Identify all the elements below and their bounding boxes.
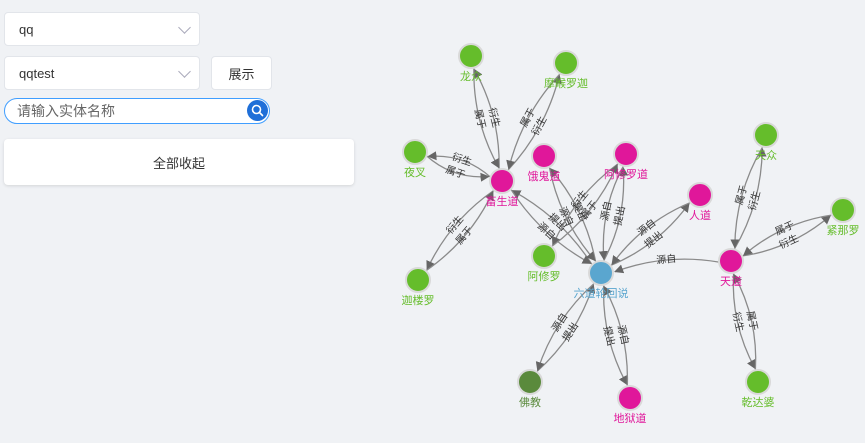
node-label: 六道轮回说 (574, 286, 629, 300)
entity-search (4, 98, 270, 124)
graph-edge (506, 73, 561, 170)
show-button[interactable]: 展示 (211, 56, 272, 90)
graph-node-diyu[interactable]: 地狱道 (614, 385, 647, 425)
graph-node-longzhong[interactable]: 龙众 (458, 43, 484, 83)
graph-edge (473, 67, 500, 169)
graph-node-liudao[interactable]: 六道轮回说 (574, 260, 629, 300)
graph-node-egui[interactable]: 饿鬼道 (528, 143, 561, 183)
graph-edge (551, 164, 619, 248)
search-button[interactable] (247, 100, 268, 121)
search-icon (251, 104, 264, 117)
graph-edge (614, 258, 720, 274)
graph-edge (598, 165, 625, 261)
dataset-select-value: qq (19, 21, 34, 37)
graph-node-jialouluo[interactable]: 迦楼罗 (402, 267, 435, 307)
dataset-select[interactable]: qq (4, 12, 200, 46)
node-circle[interactable] (613, 141, 639, 167)
graph-edge (425, 190, 494, 272)
node-circle[interactable] (588, 260, 614, 286)
graph-edge (602, 284, 628, 386)
node-circle[interactable] (617, 385, 643, 411)
node-label: 畜生道 (486, 194, 519, 208)
graph-edge (743, 214, 833, 256)
edge-label: 源自 (598, 200, 615, 222)
node-label: 龙众 (460, 70, 482, 83)
graph-edge (551, 162, 619, 246)
graph-node-axiuluodao[interactable]: 阿修罗道 (604, 141, 648, 181)
graph-edge (733, 147, 767, 250)
node-label: 地狱道 (614, 411, 647, 425)
node-circle[interactable] (405, 267, 431, 293)
graph-edge (536, 283, 596, 373)
graph-node-rendao[interactable]: 人道 (687, 182, 713, 222)
node-label: 阿修罗道 (604, 167, 648, 181)
graph-node-qiantapo[interactable]: 乾达婆 (742, 369, 775, 409)
graph-node-chushengdao[interactable]: 畜生道 (486, 168, 519, 208)
graph-node-mohouluojia[interactable]: 摩睺罗迦 (544, 50, 588, 90)
graph-select-value: qqtest (19, 65, 55, 81)
graph-edge (426, 189, 495, 271)
node-circle[interactable] (531, 143, 557, 169)
edge-label: 属于 (472, 108, 488, 130)
node-circle[interactable] (489, 168, 515, 194)
node-label: 佛教 (519, 396, 541, 409)
node-label: 乾达婆 (742, 396, 775, 409)
graph-edge (549, 167, 597, 263)
edge-label: 衍生 (486, 106, 503, 129)
graph-edge (733, 273, 757, 371)
graph-edge (510, 188, 592, 265)
node-circle[interactable] (553, 50, 579, 76)
edge-label: 提出 (601, 325, 618, 347)
node-circle[interactable] (458, 43, 484, 69)
node-circle[interactable] (830, 197, 856, 223)
edge-label: 属于 (733, 184, 750, 206)
edge-label: 衍生 (730, 311, 747, 333)
graph-edge (548, 166, 596, 262)
collapse-all-button[interactable]: 全部收起 (4, 139, 354, 185)
edge-label: 提出 (611, 205, 628, 227)
edge-label: 源自 (656, 252, 677, 267)
graph-node-tiandao[interactable]: 天道 (718, 248, 744, 288)
graph-edge (507, 74, 562, 171)
graph-edge (730, 146, 764, 249)
node-circle[interactable] (745, 369, 771, 395)
graph-node-tianzhong[interactable]: 天众 (753, 122, 779, 162)
graph-edge (602, 166, 629, 262)
edge-label: 属于 (744, 310, 760, 332)
graph-node-fojiao[interactable]: 佛教 (517, 369, 543, 409)
node-circle[interactable] (517, 369, 543, 395)
node-label: 阿修罗 (528, 269, 561, 283)
graph-select[interactable]: qqtest (4, 56, 200, 90)
node-label: 紧那罗 (827, 224, 860, 237)
node-circle[interactable] (753, 122, 779, 148)
node-circle[interactable] (687, 182, 713, 208)
node-label: 饿鬼道 (528, 169, 561, 183)
node-label: 天道 (720, 274, 742, 288)
graph-edge (535, 282, 595, 372)
node-circle[interactable] (402, 139, 428, 165)
graph-edge (603, 285, 629, 387)
node-label: 人道 (689, 208, 711, 222)
node-label: 夜叉 (404, 165, 426, 179)
graph-node-yecha[interactable]: 夜叉 (402, 139, 428, 179)
graph-edge (425, 155, 490, 182)
graph-edge (511, 189, 593, 266)
node-label: 天众 (755, 149, 777, 162)
node-circle[interactable] (531, 243, 557, 269)
graph-node-axiuluo[interactable]: 阿修罗 (528, 243, 561, 283)
graph-edge (611, 201, 691, 266)
edge-label: 源自 (615, 323, 632, 345)
node-label: 迦楼罗 (402, 293, 435, 307)
node-label: 摩睺罗迦 (544, 76, 588, 90)
graph-edge (732, 272, 756, 370)
search-input[interactable] (15, 101, 244, 121)
graph-node-jinnaluo[interactable]: 紧那罗 (827, 197, 860, 237)
node-circle[interactable] (718, 248, 744, 274)
